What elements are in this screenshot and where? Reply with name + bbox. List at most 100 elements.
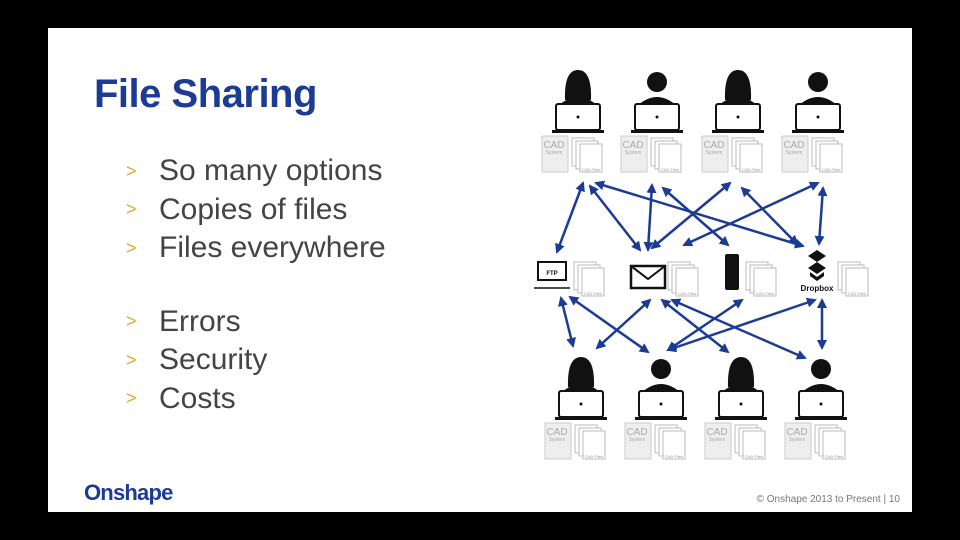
ftp-hub: FTP bbox=[534, 261, 570, 289]
cad-files-label: CAD Files bbox=[661, 167, 679, 172]
bullet-item: >Costs bbox=[126, 381, 236, 415]
person-head-icon bbox=[808, 72, 828, 92]
cad-files-label: CAD Files bbox=[585, 454, 603, 459]
file-page bbox=[675, 267, 699, 297]
cad-system-icon bbox=[704, 422, 732, 460]
laptop-base bbox=[712, 130, 764, 133]
double-arrow bbox=[670, 298, 807, 360]
cad-system-label: CAD bbox=[703, 140, 724, 151]
usb-drive-icon bbox=[725, 254, 739, 290]
person-head-icon bbox=[811, 359, 831, 379]
person-head-icon bbox=[731, 359, 751, 379]
cad-files-icon: CAD Files bbox=[811, 137, 843, 173]
cad-files-icon: CAD Files bbox=[654, 424, 686, 460]
double-arrow bbox=[666, 297, 817, 353]
cad-files-label: CAD Files bbox=[745, 454, 763, 459]
chevron-icon: > bbox=[126, 237, 137, 258]
cad-system-label: CAD bbox=[706, 427, 727, 438]
file-page bbox=[753, 267, 777, 297]
email-hub bbox=[629, 264, 667, 290]
laptop-base bbox=[631, 130, 683, 133]
laptop-logo bbox=[819, 402, 823, 406]
cad-files-label: CAD Files bbox=[848, 291, 866, 296]
bullet-item: >Errors bbox=[126, 304, 241, 338]
cad-system-label: CAD bbox=[783, 140, 804, 151]
bullet-item: >Copies of files bbox=[126, 192, 348, 226]
file-page bbox=[662, 430, 686, 460]
laptop-base bbox=[555, 417, 607, 420]
double-arrow bbox=[661, 186, 730, 247]
cad-files-icon: CAD Files bbox=[650, 137, 682, 173]
double-arrow bbox=[555, 181, 585, 254]
cad-system-sublabel: System bbox=[706, 150, 723, 156]
cad-files-icon: CAD Files bbox=[571, 137, 603, 173]
double-arrow bbox=[568, 295, 650, 354]
double-arrow bbox=[588, 184, 642, 252]
slide-title: File Sharing bbox=[94, 72, 317, 116]
file-page bbox=[819, 143, 843, 173]
cad-system-sublabel: System bbox=[629, 437, 646, 443]
person-head-icon bbox=[651, 359, 671, 379]
cad-system-label: CAD bbox=[786, 427, 807, 438]
dropbox-icon bbox=[808, 250, 826, 281]
laptop-base bbox=[552, 130, 604, 133]
cad-files-icon: CAD Files bbox=[814, 424, 846, 460]
cad-system-icon bbox=[620, 135, 648, 173]
person-head-icon bbox=[647, 72, 667, 92]
laptop-logo bbox=[579, 402, 583, 406]
cad-files-icon: CAD Files bbox=[667, 261, 699, 297]
cad-files-icon: CAD Files bbox=[573, 261, 605, 297]
cad-system-sublabel: System bbox=[709, 437, 726, 443]
file-page bbox=[579, 143, 603, 173]
laptop-logo bbox=[736, 115, 740, 119]
person-head-icon bbox=[568, 72, 588, 92]
cad-system-label: CAD bbox=[626, 427, 647, 438]
ftp-folder-icon bbox=[537, 261, 567, 281]
laptop-logo bbox=[739, 402, 743, 406]
laptop-base bbox=[635, 417, 687, 420]
double-arrow bbox=[660, 298, 730, 354]
file-page bbox=[845, 267, 869, 297]
laptop-base bbox=[715, 417, 767, 420]
bullet-item: >Security bbox=[126, 343, 268, 377]
chevron-icon: > bbox=[126, 388, 137, 409]
cad-system-label: CAD bbox=[543, 140, 564, 151]
cad-files-icon: CAD Files bbox=[837, 261, 869, 297]
cad-system-sublabel: System bbox=[625, 150, 642, 156]
double-arrow bbox=[814, 186, 828, 246]
cad-files-label: CAD Files bbox=[756, 291, 774, 296]
cad-files-icon: CAD Files bbox=[734, 424, 766, 460]
bullet-item: >Files everywhere bbox=[126, 231, 386, 265]
cad-files-icon: CAD Files bbox=[574, 424, 606, 460]
cad-system-icon bbox=[784, 422, 812, 460]
cad-files-icon: CAD Files bbox=[745, 261, 777, 297]
cad-system-label: CAD bbox=[546, 427, 567, 438]
double-arrow bbox=[650, 181, 732, 250]
chevron-icon: > bbox=[126, 349, 137, 370]
dropbox-label: Dropbox bbox=[801, 284, 834, 293]
cad-system-sublabel: System bbox=[789, 437, 806, 443]
ftp-label: FTP bbox=[546, 271, 557, 277]
laptop-logo bbox=[576, 115, 580, 119]
double-arrow bbox=[558, 296, 576, 348]
cad-system-icon bbox=[701, 135, 729, 173]
chevron-icon: > bbox=[126, 160, 137, 181]
laptop-logo bbox=[816, 115, 820, 119]
cad-files-label: CAD Files bbox=[825, 454, 843, 459]
cad-system-sublabel: System bbox=[786, 150, 803, 156]
chevron-icon: > bbox=[126, 199, 137, 220]
cad-system-icon bbox=[624, 422, 652, 460]
cad-files-label: CAD Files bbox=[582, 167, 600, 172]
laptop-logo bbox=[655, 115, 659, 119]
file-page bbox=[739, 143, 763, 173]
double-arrow bbox=[595, 298, 652, 350]
file-page bbox=[742, 430, 766, 460]
cad-files-label: CAD Files bbox=[822, 167, 840, 172]
usb-hub bbox=[725, 254, 739, 290]
file-page bbox=[658, 143, 682, 173]
bullet-item: >So many options bbox=[126, 154, 383, 188]
